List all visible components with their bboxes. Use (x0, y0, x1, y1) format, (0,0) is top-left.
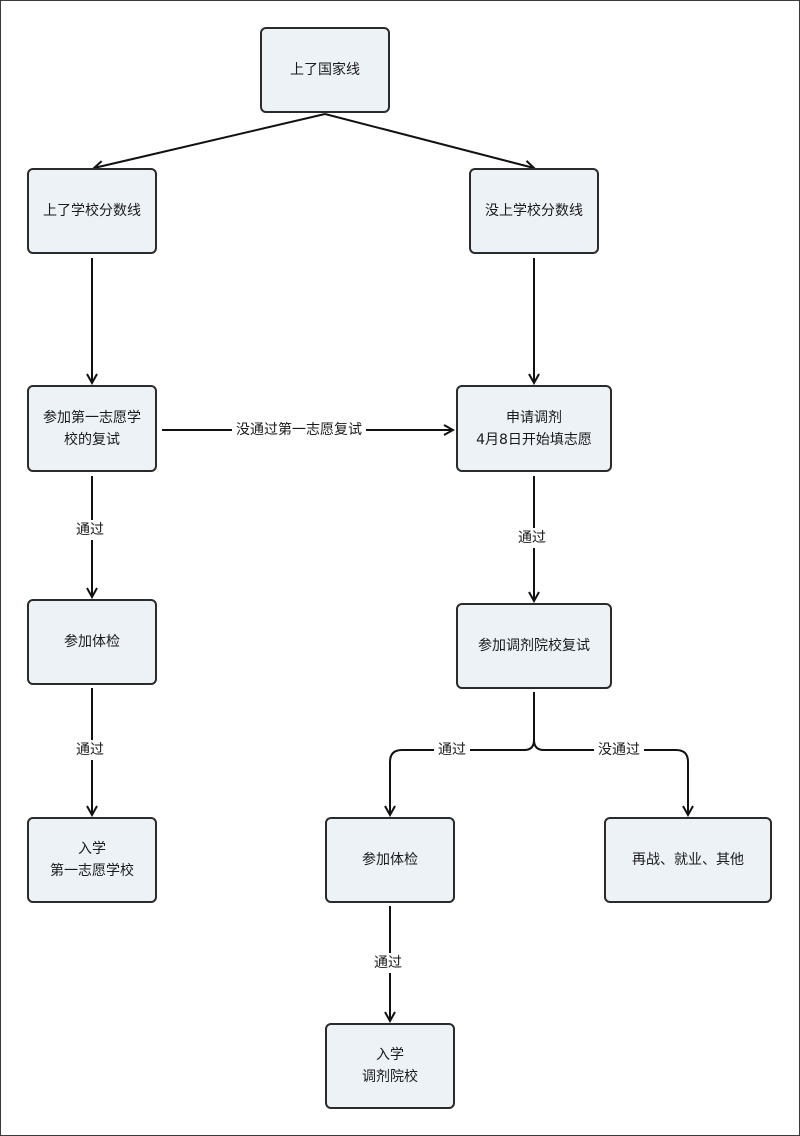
node-school-line-no: 没上学校分数线 (469, 168, 599, 254)
label-pass-right-1: 通过 (514, 528, 550, 548)
node-school-line-yes: 上了学校分数线 (27, 168, 157, 254)
node-physical-exam-right-text: 参加体检 (362, 852, 418, 868)
node-enroll-first-line1: 入学 (78, 841, 106, 857)
node-first-choice-retest-line2: 校的复试 (64, 431, 120, 448)
label-pass-left-1: 通过 (72, 520, 108, 540)
node-first-choice-retest-line1: 参加第一志愿学 (43, 409, 141, 426)
node-adjustment-line1: 申请调剂 (506, 409, 562, 426)
label-pass-right-2: 通过 (370, 953, 406, 973)
node-national-line: 上了国家线 (260, 27, 390, 113)
node-physical-exam-left-text: 参加体检 (64, 634, 120, 650)
arrow-national-to-no (324, 113, 534, 168)
node-enroll-adjust: 入学 调剂院校 (325, 1023, 455, 1109)
arrow-branch-fail (533, 739, 688, 815)
node-school-line-no-text: 没上学校分数线 (485, 203, 583, 219)
node-other-options: 再战、就业、其他 (604, 817, 772, 903)
node-adjust-retest: 参加调剂院校复试 (456, 603, 612, 689)
node-adjust-retest-text: 参加调剂院校复试 (478, 638, 590, 654)
label-failed-first-retest: 没通过第一志愿复试 (232, 420, 366, 440)
node-school-line-yes-text: 上了学校分数线 (43, 203, 141, 219)
node-enroll-first-line2: 第一志愿学校 (50, 863, 134, 879)
arrow-national-to-yes (94, 113, 326, 168)
label-pass-branch: 通过 (434, 740, 470, 760)
node-physical-exam-right: 参加体检 (325, 817, 455, 903)
node-enroll-adjust-line2: 调剂院校 (362, 1069, 418, 1085)
label-fail-branch: 没通过 (594, 740, 644, 760)
node-other-options-text: 再战、就业、其他 (632, 852, 744, 868)
node-first-choice-retest: 参加第一志愿学 校的复试 (27, 385, 157, 472)
node-national-line-text: 上了国家线 (290, 62, 360, 78)
node-adjustment: 申请调剂 4月8日开始填志愿 (456, 385, 612, 472)
node-enroll-first: 入学 第一志愿学校 (27, 817, 157, 903)
node-physical-exam-left: 参加体检 (27, 599, 157, 685)
node-adjustment-line2: 4月8日开始填志愿 (476, 431, 592, 448)
label-pass-left-2: 通过 (72, 740, 108, 760)
node-enroll-adjust-line1: 入学 (376, 1047, 404, 1063)
